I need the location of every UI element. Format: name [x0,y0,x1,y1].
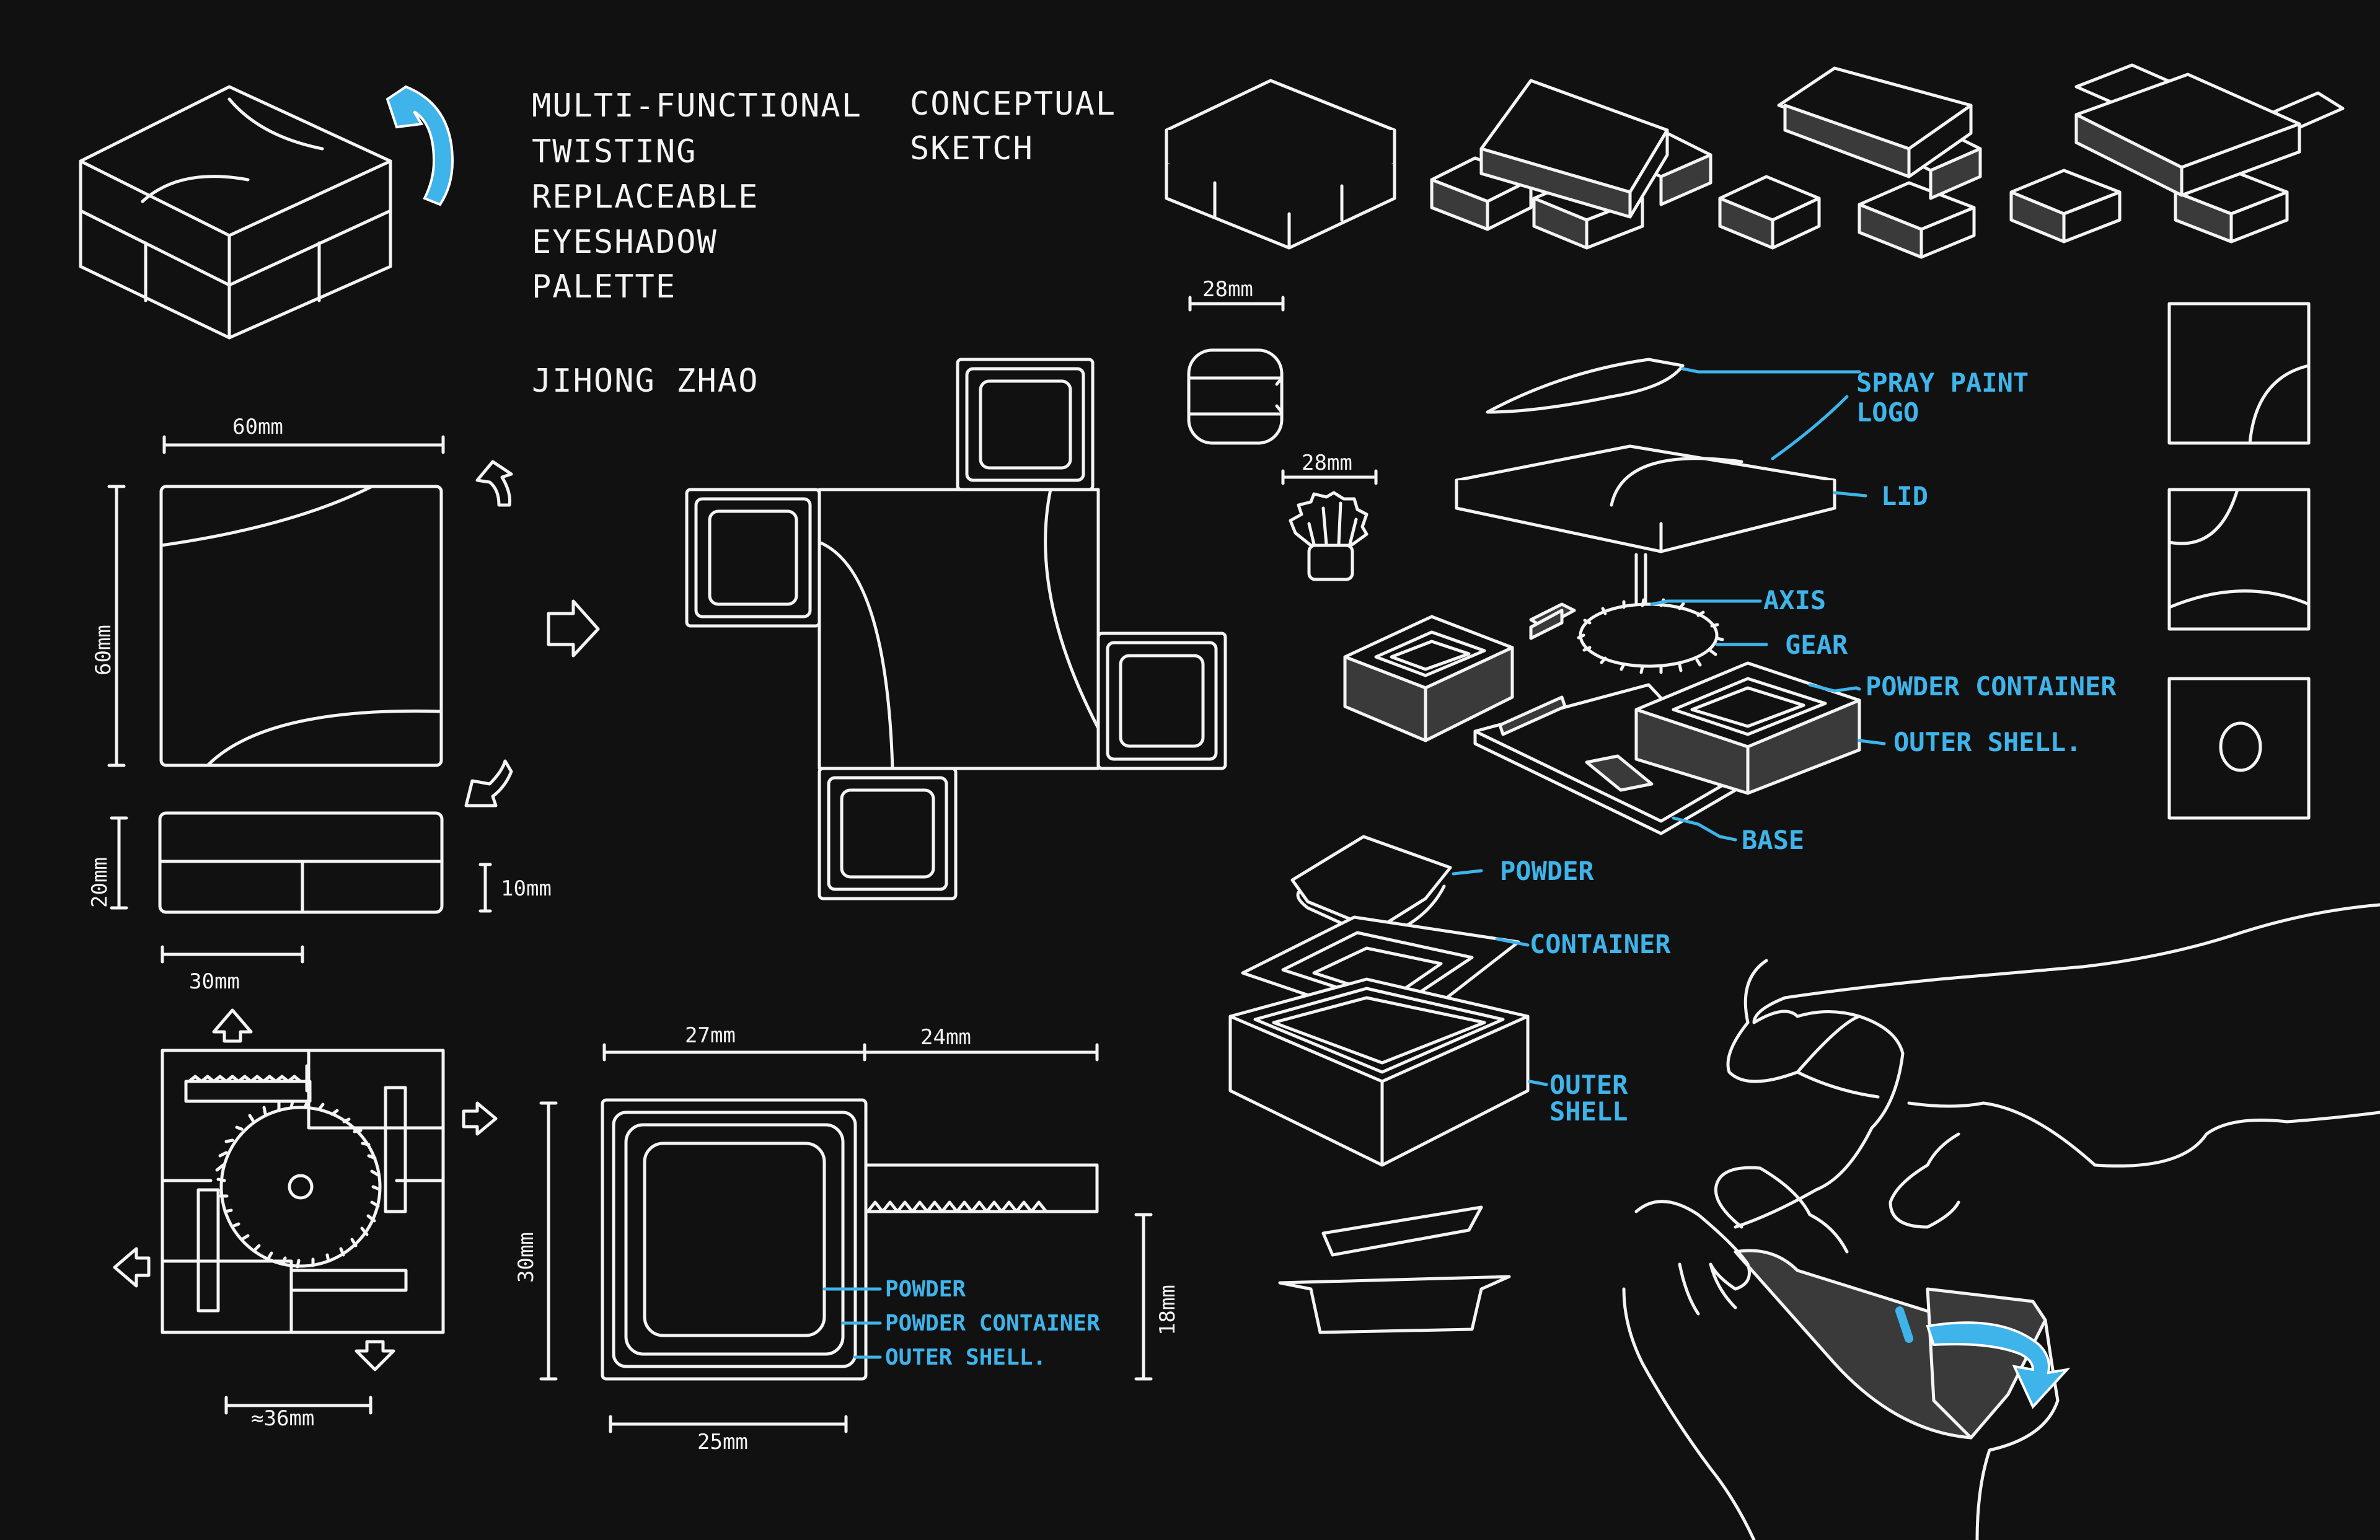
container-label-container: CONTAINER [1530,929,1671,959]
label-powder-container: POWDER CONTAINER [1866,671,2117,702]
dim-section-height: 30mm [514,1232,539,1283]
dim-half-width: 30mm [189,969,240,994]
dim-top-height: 60mm [91,625,116,675]
dim-layer-height: 10mm [501,876,552,901]
title-block: MULTI-FUNCTIONAL TWISTING REPLACEABLE EY… [532,86,1116,400]
label-outer-shell: OUTER SHELL. [1893,727,2081,757]
side-panels [2167,302,2311,820]
section-label-powder: POWDER [885,1277,966,1302]
title-line-5: PALETTE [532,268,676,306]
arrow-left-icon [113,1247,151,1288]
subtitle-line-2: SKETCH [910,130,1034,167]
arrow-up-icon [212,1008,253,1043]
section-label-powder-container: POWDER CONTAINER [885,1311,1100,1336]
arrow-right-icon [462,1101,498,1136]
dim-section-width-a: 27mm [685,1023,736,1048]
hand-illustration [1622,903,2380,1540]
title-line-1: MULTI-FUNCTIONAL [532,87,862,125]
exploded-view: SPRAY PAINT LOGO LID AXIS GEAR POWDER CO… [1343,358,2117,855]
dim-brush-top: 28mm [1202,277,1253,302]
twist-arrow-icon [1926,1321,2071,1409]
dim-section-inner-height: 18mm [1155,1285,1180,1335]
dim-side-height: 20mm [87,857,112,908]
cross-section: 27mm 24mm 30mm 18mm 25mm POWDER POWDER C… [514,1023,1180,1454]
label-gear: GEAR [1785,630,1848,660]
title-line-4: EYESHADOW [532,224,718,261]
arrow-down-icon [355,1340,395,1371]
label-spray-paint: SPRAY PAINT [1856,367,2029,398]
container-exploded: POWDER CONTAINER OUTER SHELL [1228,835,1671,1334]
unfolded-palette [685,358,1227,900]
title-line-3: REPLACEABLE [532,178,759,216]
container-label-outer: OUTER [1549,1070,1628,1100]
dim-section-base: 25mm [697,1430,748,1454]
subtitle-line-1: CONCEPTUAL [910,86,1116,123]
top-view: 60mm 60mm [91,415,445,767]
title-line-2: TWISTING [532,133,697,170]
rotate-up-arrow-icon [475,460,513,507]
rotate-down-arrow-icon [464,759,513,807]
side-view: 20mm 10mm 30mm [87,811,552,994]
rotate-arrow-icon [386,85,454,206]
label-lid: LID [1881,481,1928,511]
isometric-palette [79,85,392,340]
brush-detail: 28mm 28mm [1187,277,1378,581]
label-axis: AXIS [1763,585,1826,615]
label-base: BASE [1742,825,1804,855]
dim-gear-width: ≈36mm [251,1406,314,1431]
arrow-right-large-icon [547,599,600,658]
dim-brush-mid: 28mm [1302,451,1352,475]
gear-mechanism: ≈36mm [113,1008,498,1431]
section-label-outer-shell: OUTER SHELL. [885,1345,1046,1370]
rotation-sequence [1165,63,2345,259]
label-logo: LOGO [1856,397,1919,428]
author-name: JIHONG ZHAO [532,363,759,400]
container-label-shell: SHELL [1549,1096,1628,1127]
dim-section-width-b: 24mm [920,1025,971,1050]
dim-top-width: 60mm [232,415,283,439]
container-label-powder: POWDER [1500,856,1594,886]
